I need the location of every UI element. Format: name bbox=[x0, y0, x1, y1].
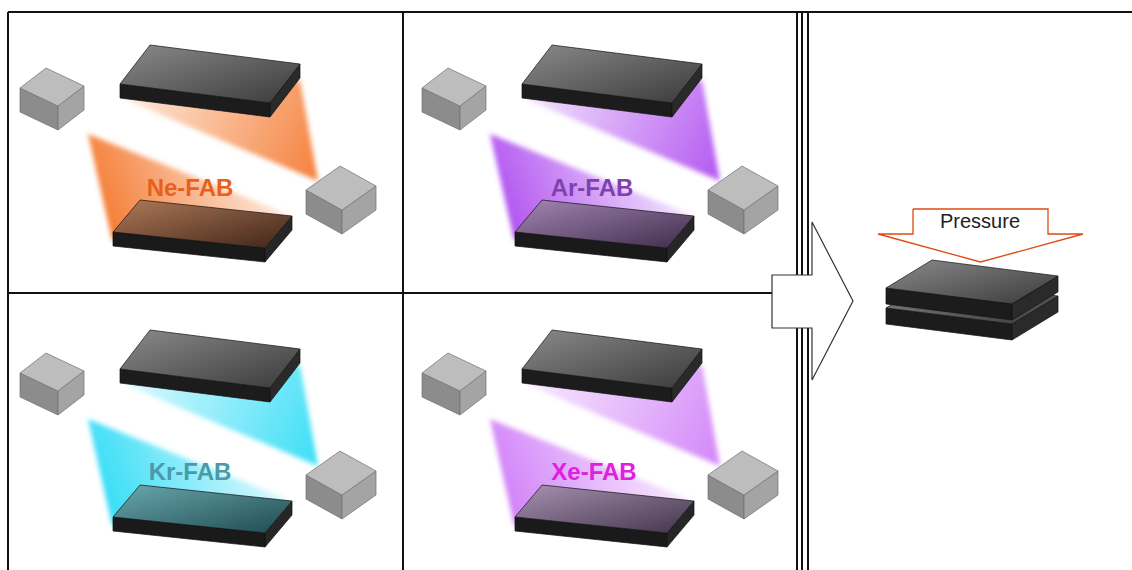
bottom-wafer bbox=[113, 485, 292, 547]
top-wafer bbox=[120, 45, 300, 117]
bottom-wafer bbox=[515, 485, 694, 547]
bottom-wafer bbox=[113, 200, 292, 262]
fab-gun bbox=[20, 353, 84, 415]
top-wafer-top bbox=[522, 45, 702, 103]
fab-gun bbox=[422, 353, 486, 415]
fab-gun-top bbox=[422, 353, 486, 391]
fab-panel bbox=[20, 45, 376, 262]
top-wafer bbox=[120, 330, 300, 402]
top-wafer-top bbox=[120, 45, 300, 103]
fab-gun-top bbox=[20, 68, 84, 106]
fab-gun-top bbox=[306, 451, 376, 495]
beam-label: Ne-FAB bbox=[147, 174, 234, 202]
top-wafer-top bbox=[522, 330, 702, 388]
fab-gun bbox=[708, 166, 778, 234]
fab-panel bbox=[422, 45, 778, 262]
top-wafer bbox=[522, 330, 702, 402]
fab-panel bbox=[422, 330, 778, 547]
pressure-label: Pressure bbox=[913, 208, 1048, 233]
fab-gun bbox=[708, 451, 778, 519]
top-wafer bbox=[522, 45, 702, 117]
panel-border bbox=[402, 12, 404, 570]
panel-frame bbox=[8, 12, 1132, 570]
panel-border bbox=[7, 12, 9, 570]
top-wafer-top bbox=[120, 330, 300, 388]
fab-gun-top bbox=[708, 166, 778, 210]
arrow-outline bbox=[878, 209, 1083, 262]
fab-gun bbox=[422, 68, 486, 130]
bonded-wafer-top bbox=[886, 260, 1058, 304]
beam-label: Kr-FAB bbox=[149, 458, 232, 486]
process-arrow bbox=[772, 222, 853, 380]
bonded-wafer bbox=[886, 260, 1058, 320]
pressure-arrow: Pressure bbox=[877, 208, 1084, 264]
fab-gun bbox=[20, 68, 84, 130]
fab-gun-top bbox=[708, 451, 778, 495]
fab-gun-top bbox=[422, 68, 486, 106]
beam-label: Ar-FAB bbox=[551, 174, 634, 202]
panel-border bbox=[8, 11, 1132, 13]
bottom-wafer bbox=[515, 200, 694, 262]
bottom-wafer-top bbox=[515, 485, 694, 533]
fab-panel bbox=[20, 330, 376, 547]
beam-label: Xe-FAB bbox=[551, 458, 636, 486]
fab-gun bbox=[306, 451, 376, 519]
bottom-wafer-top bbox=[113, 200, 292, 248]
fab-gun-top bbox=[20, 353, 84, 391]
bottom-wafer-top bbox=[113, 485, 292, 533]
bottom-wafer-top bbox=[515, 200, 694, 248]
fab-gun-top bbox=[306, 166, 376, 210]
fab-gun bbox=[306, 166, 376, 234]
